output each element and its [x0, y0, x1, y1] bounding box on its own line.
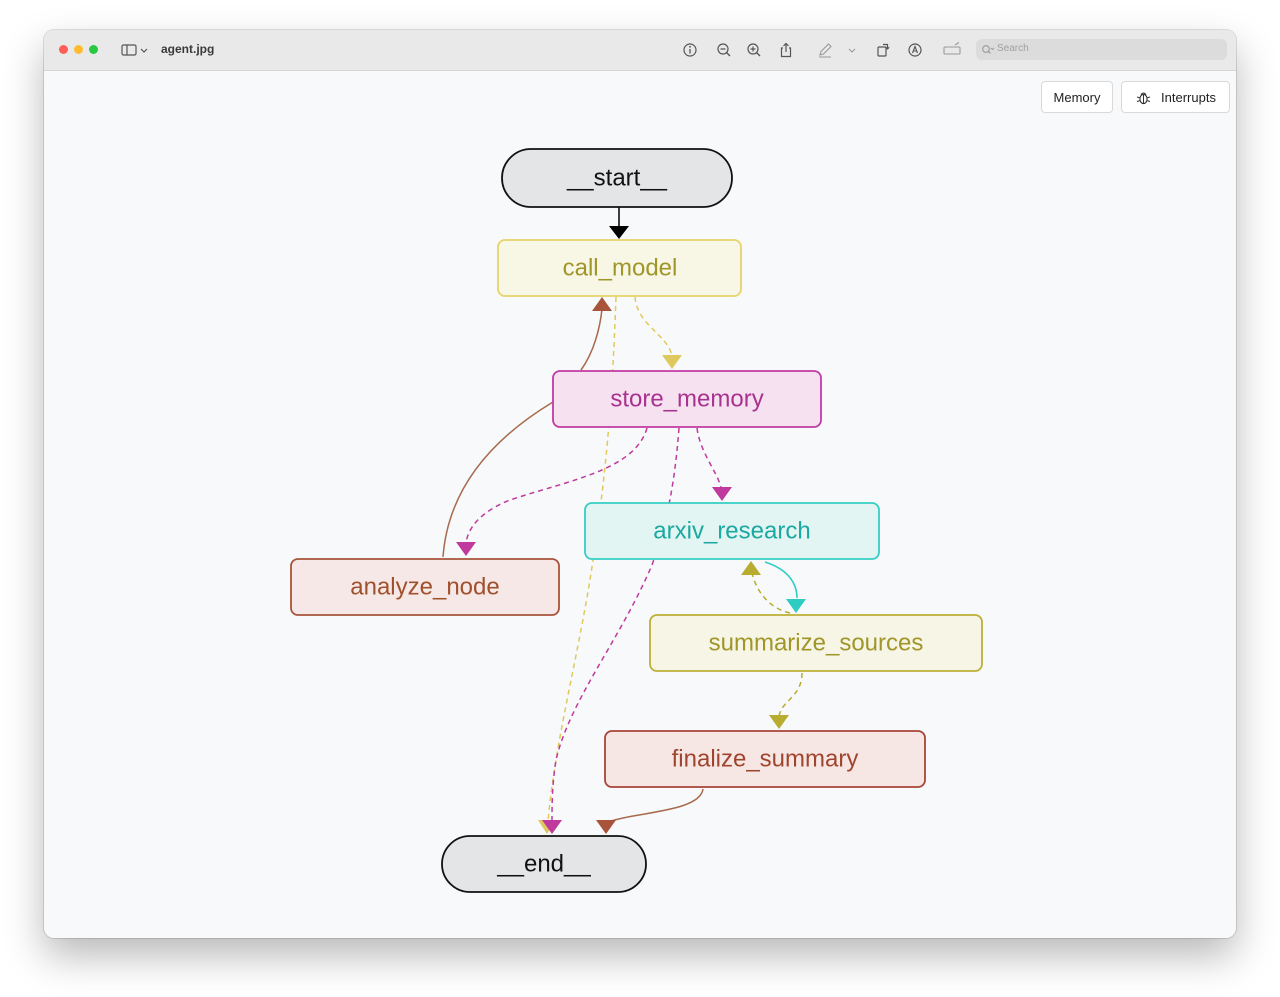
node-call_model-label: call_model [563, 255, 678, 282]
sidebar-icon[interactable] [120, 41, 138, 59]
edge-arxiv_research-summarize_sources [764, 561, 798, 599]
arrowhead-call_model-return [592, 297, 612, 311]
edge-store_memory-call_model [580, 308, 603, 371]
arrowhead-finalize_summary [769, 715, 789, 729]
zoom-out-icon[interactable] [715, 41, 733, 59]
graph-arrowheads [456, 226, 806, 834]
preview-window: agent.jpg S [44, 30, 1236, 938]
arrowhead-call_model [609, 226, 629, 239]
edge-call_model-store_memory [634, 296, 673, 357]
node-summarize_sources-label: summarize_sources [709, 630, 924, 657]
node-analyze_node[interactable]: analyze_node [290, 558, 560, 616]
node-summarize_sources[interactable]: summarize_sources [649, 614, 983, 672]
zoom-window-button[interactable] [89, 45, 98, 54]
bug-icon [1135, 89, 1152, 106]
node-store_memory-label: store_memory [610, 386, 763, 413]
node-finalize_summary-label: finalize_summary [672, 746, 859, 773]
search-field[interactable]: Search [976, 39, 1227, 60]
node-analyze_node-label: analyze_node [350, 574, 499, 601]
search-icon [980, 42, 995, 57]
node-end-label: __end__ [496, 851, 591, 878]
interrupts-button-label: Interrupts [1161, 89, 1216, 105]
node-end[interactable]: __end__ [441, 835, 647, 893]
arrowhead-analyze_node [456, 542, 476, 556]
search-placeholder: Search [997, 43, 1029, 54]
rotate-icon[interactable] [874, 41, 892, 59]
graph-edges [442, 207, 803, 823]
agent-graph: __start__ call_model store_memory arxiv_… [290, 148, 983, 893]
arrowhead-arxiv_research [712, 487, 732, 501]
node-arxiv_research-label: arxiv_research [653, 518, 810, 545]
arrowhead-store_memory [662, 355, 682, 369]
markup-icon[interactable] [816, 41, 834, 59]
node-start[interactable]: __start__ [501, 148, 733, 208]
edge-call_model-end [547, 296, 617, 823]
edge-store_memory-end [551, 427, 680, 823]
edge-summarize_sources-finalize_summary [778, 672, 803, 717]
edge-summarize_sources-arxiv_research [751, 572, 791, 614]
signature-icon[interactable] [942, 41, 962, 59]
info-icon[interactable] [681, 41, 699, 59]
edge-store_memory-arxiv_research [696, 427, 722, 488]
annotate-icon[interactable] [906, 41, 924, 59]
memory-button[interactable]: Memory [1041, 81, 1113, 113]
interrupts-button[interactable]: Interrupts [1121, 81, 1230, 113]
chevron-down-icon[interactable] [139, 41, 149, 59]
zoom-in-icon[interactable] [745, 41, 763, 59]
edge-analyze_node-call_model [442, 401, 554, 558]
arrowhead-end-brown [596, 820, 616, 834]
node-store_memory[interactable]: store_memory [552, 370, 822, 428]
share-icon[interactable] [777, 41, 795, 59]
node-call_model[interactable]: call_model [497, 239, 742, 297]
memory-button-label: Memory [1053, 89, 1101, 105]
arrowhead-end-magenta [542, 820, 562, 834]
edge-finalize_summary-end [607, 788, 704, 823]
window-title: agent.jpg [161, 42, 215, 56]
arrowhead-arxiv_research-return [741, 561, 761, 575]
title-bar: agent.jpg S [44, 30, 1236, 71]
node-finalize_summary[interactable]: finalize_summary [604, 730, 926, 788]
minimize-window-button[interactable] [74, 45, 83, 54]
arrowhead-summarize_sources [786, 599, 806, 613]
node-start-label: __start__ [566, 165, 668, 192]
close-window-button[interactable] [59, 45, 68, 54]
chevron-down-icon[interactable] [847, 41, 857, 59]
node-arxiv_research[interactable]: arxiv_research [584, 502, 880, 560]
